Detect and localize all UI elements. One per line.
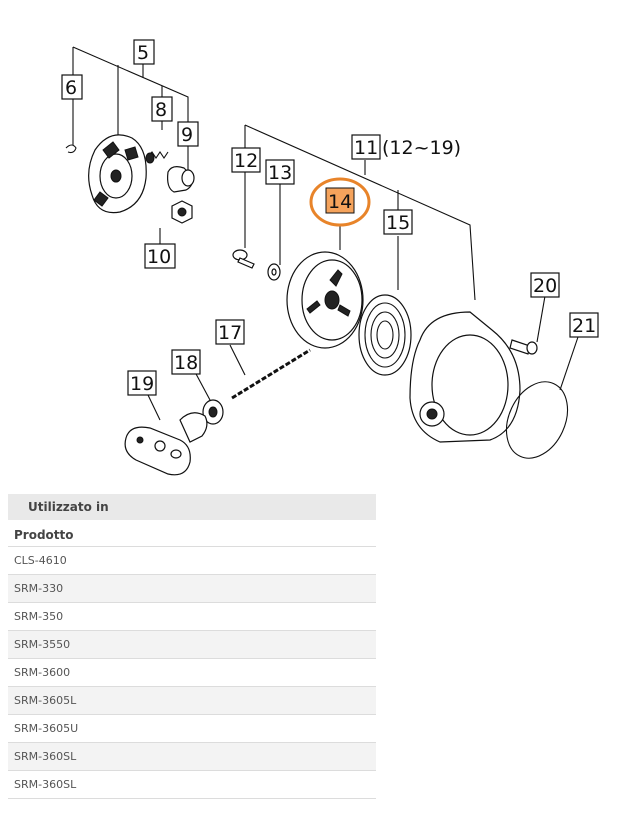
table-row[interactable]: CLS-4610 [8,547,376,575]
callout-18[interactable]: 18 [171,349,201,375]
svg-text:11: 11 [354,137,378,159]
table-row[interactable]: SRM-330 [8,575,376,603]
part-9-pawl [167,166,195,193]
svg-text:19: 19 [130,373,154,395]
svg-text:21: 21 [572,315,596,337]
table-row[interactable]: SRM-3605U [8,715,376,743]
svg-text:6: 6 [65,77,77,99]
part-8-spring [145,151,169,164]
svg-text:9: 9 [181,124,193,146]
callout-11[interactable]: 11 (12~19) [351,134,461,160]
table-row[interactable]: SRM-3600 [8,659,376,687]
callout-6[interactable]: 6 [61,74,83,100]
part-21-ring [505,381,569,459]
svg-text:20: 20 [533,275,557,297]
column-header-product: Prodotto [8,520,376,547]
part-19-handle [124,412,208,476]
part-13-washer [267,263,281,281]
part-20-bolt [509,339,538,355]
callout-9[interactable]: 9 [177,121,199,147]
callout-13[interactable]: 13 [265,159,295,185]
part-17-rope [231,348,311,400]
table-row[interactable]: SRM-360SL [8,771,376,799]
svg-text:12: 12 [234,150,258,172]
callout-20[interactable]: 20 [530,272,560,298]
svg-text:18: 18 [174,352,198,374]
parts-diagram: 5 6 8 9 10 11 (12~19) 12 13 14 15 17 [61,39,599,476]
leader-lines [72,46,579,421]
svg-text:15: 15 [386,212,410,234]
callout-10[interactable]: 10 [144,243,176,269]
svg-text:8: 8 [155,99,167,121]
callout-5[interactable]: 5 [133,39,155,65]
table-row[interactable]: SRM-3605L [8,687,376,715]
table-row[interactable]: SRM-3550 [8,631,376,659]
part-10-nut [171,200,193,224]
table-rows: CLS-4610 SRM-330 SRM-350 SRM-3550 SRM-36… [8,547,376,799]
table-row[interactable]: SRM-350 [8,603,376,631]
part-12-bolt [232,249,255,269]
part-14-reel [286,251,364,349]
callout-21[interactable]: 21 [569,312,599,338]
svg-text:13: 13 [268,162,292,184]
svg-text:(12~19): (12~19) [382,137,461,159]
table-section-title: Utilizzato in [8,494,376,520]
part-18-bushing [202,399,224,425]
callout-15[interactable]: 15 [383,209,413,235]
callout-8[interactable]: 8 [151,96,173,122]
callout-12[interactable]: 12 [231,147,261,173]
part-11-housing [409,311,521,443]
part-6-clip [65,144,77,154]
callout-17[interactable]: 17 [215,319,245,345]
svg-text:17: 17 [218,322,242,344]
svg-text:14: 14 [328,191,352,213]
svg-text:5: 5 [137,42,149,64]
svg-text:10: 10 [147,246,171,268]
part-5-starter-pulley [88,134,147,214]
used-in-table: Utilizzato in Prodotto CLS-4610 SRM-330 … [8,494,376,799]
callout-19[interactable]: 19 [127,370,157,396]
callout-14-highlighted[interactable]: 14 [309,177,371,227]
table-row[interactable]: SRM-360SL [8,743,376,771]
highlight-ring [309,177,371,227]
part-15-spring [358,294,412,376]
